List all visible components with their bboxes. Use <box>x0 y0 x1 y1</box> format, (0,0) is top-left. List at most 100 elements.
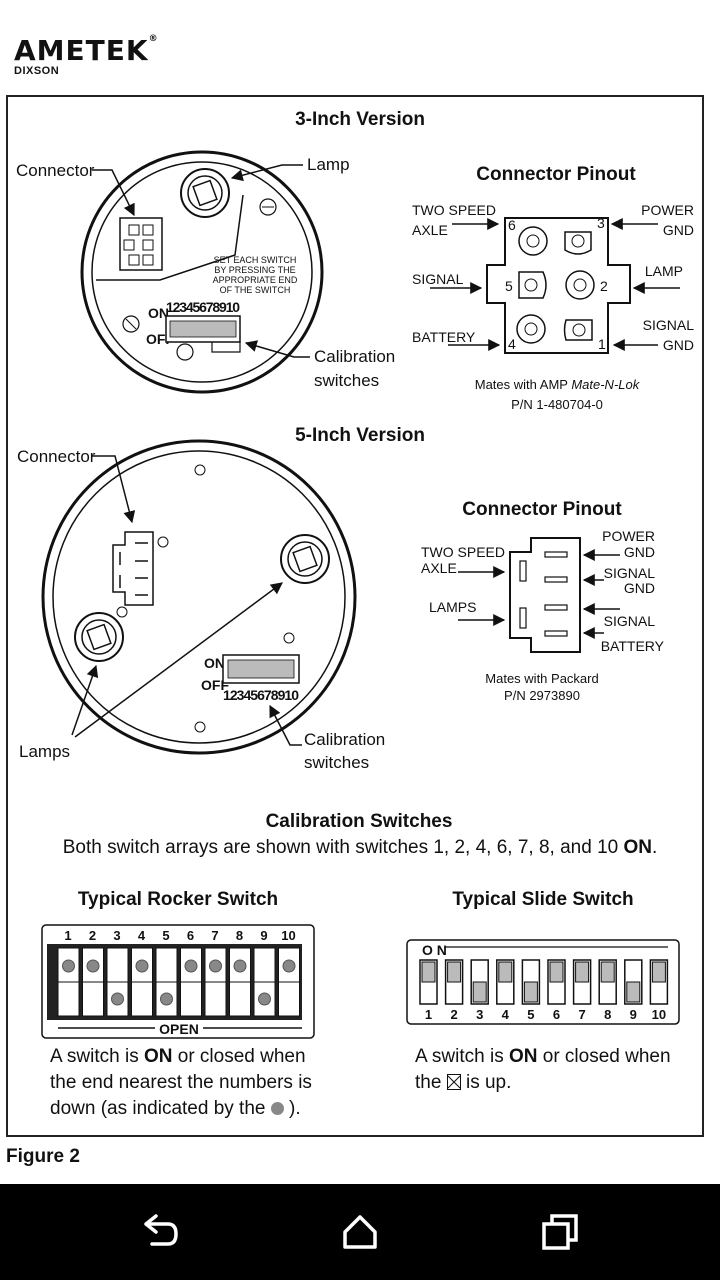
rocker-switch-8: 8 <box>229 928 251 1017</box>
three-inch-title: 3-Inch Version <box>295 109 425 130</box>
svg-text:P/N 1-480704-0: P/N 1-480704-0 <box>511 397 603 412</box>
svg-text:Lamps: Lamps <box>19 742 70 761</box>
calibration-title: Calibration Switches <box>266 811 453 832</box>
slide-title: Typical Slide Switch <box>452 889 633 910</box>
rocker-switch-1: 1 <box>57 928 80 1017</box>
rocker-number: 5 <box>162 928 169 943</box>
svg-text:LAMPS: LAMPS <box>429 599 476 615</box>
svg-text:12345678910: 12345678910 <box>223 687 299 703</box>
recents-icon[interactable] <box>530 1202 590 1262</box>
svg-text:switches: switches <box>304 753 369 772</box>
svg-text:Connector: Connector <box>16 161 95 180</box>
rocker-title: Typical Rocker Switch <box>78 889 278 910</box>
slide-knob <box>549 961 564 983</box>
svg-text:switches: switches <box>314 371 379 390</box>
ametek-logo: AMETEK® DIXSON <box>14 34 159 77</box>
svg-text:Calibration: Calibration <box>314 347 395 366</box>
slide-number: 7 <box>578 1007 585 1022</box>
slide-number: 10 <box>652 1007 666 1022</box>
rocker-number: 6 <box>187 928 194 943</box>
svg-text:GND: GND <box>663 337 694 353</box>
svg-text:GND: GND <box>663 222 694 238</box>
slide-number: 6 <box>553 1007 560 1022</box>
rocker-number: 1 <box>64 928 71 943</box>
svg-text:AXLE: AXLE <box>421 560 457 576</box>
svg-text:3: 3 <box>597 215 605 231</box>
figure-frame <box>6 95 704 1137</box>
back-icon[interactable] <box>130 1202 190 1262</box>
calibration-description: Both switch arrays are shown with switch… <box>62 837 658 858</box>
rocker-caption: A switch is ON or closed when the end ne… <box>50 1046 312 1119</box>
svg-text:POWER: POWER <box>641 202 694 218</box>
rocker-dot <box>62 959 75 973</box>
slide-switch-3: 3 <box>470 959 489 1022</box>
slide-caption: A switch is ON or closed when the is up. <box>415 1046 671 1093</box>
rocker-dot <box>184 959 198 973</box>
five-inch-gauge: ON OFF 12345678910 <box>41 439 357 755</box>
rocker-number: 9 <box>260 928 267 943</box>
rocker-dot <box>111 992 124 1006</box>
svg-text:ON: ON <box>204 655 225 671</box>
rocker-number: 3 <box>113 928 120 943</box>
svg-text:LAMP: LAMP <box>645 263 683 279</box>
svg-text:SIGNAL: SIGNAL <box>412 271 464 287</box>
svg-text:BY PRESSING THE: BY PRESSING THE <box>214 265 295 275</box>
rocker-switch-2: 2 <box>82 928 104 1017</box>
svg-text:ON: ON <box>148 305 169 321</box>
svg-text:TWO SPEED: TWO SPEED <box>412 202 496 218</box>
svg-text:SIGNAL: SIGNAL <box>604 565 656 581</box>
slide-switch-7: 7 <box>572 959 592 1022</box>
slide-switch-1: 1 <box>419 959 438 1022</box>
rocker-switch-5: 5 <box>155 928 178 1017</box>
slide-knob <box>600 961 615 983</box>
rocker-number: 10 <box>281 928 295 943</box>
rocker-dot <box>135 959 149 973</box>
home-icon[interactable] <box>330 1202 390 1262</box>
rocker-dot <box>209 959 222 973</box>
rocker-number: 2 <box>89 928 96 943</box>
three-inch-pinout-connector: 6 3 5 2 4 1 <box>486 215 631 354</box>
svg-text:4: 4 <box>508 336 516 352</box>
rocker-number: 7 <box>211 928 218 943</box>
svg-text:6: 6 <box>508 217 516 233</box>
rocker-dot <box>258 992 271 1006</box>
svg-text:Calibration: Calibration <box>304 730 385 749</box>
rocker-number: 4 <box>138 928 146 943</box>
slider-bowtie-icon <box>446 1074 461 1090</box>
svg-text:SIGNAL: SIGNAL <box>643 317 695 333</box>
rocker-switch-9: 9 <box>253 928 276 1017</box>
svg-text:GND: GND <box>624 544 655 560</box>
five-inch-pinout-connector <box>509 537 581 653</box>
three-inch-pinout-title: Connector Pinout <box>476 164 636 185</box>
slide-knob <box>447 961 462 983</box>
rocker-switch-6: 6 <box>180 928 202 1017</box>
rocker-dot <box>282 959 296 973</box>
rocker-switch-7: 7 <box>204 928 227 1017</box>
slide-knob <box>523 981 538 1003</box>
slide-number: 3 <box>476 1007 483 1022</box>
brand-subname: DIXSON <box>14 65 60 77</box>
slide-switch-10: 10 <box>649 959 669 1022</box>
slide-knob <box>472 981 487 1003</box>
slide-knob <box>421 961 436 983</box>
slide-number: 8 <box>604 1007 611 1022</box>
svg-text:POWER: POWER <box>602 528 655 544</box>
five-inch-pinout-title: Connector Pinout <box>462 499 622 520</box>
svg-text:P/N 2973890: P/N 2973890 <box>504 688 580 703</box>
slide-number: 9 <box>630 1007 637 1022</box>
slide-switch-6: 6 <box>547 959 566 1022</box>
rocker-switch-3: 3 <box>106 928 129 1017</box>
rocker-dot <box>233 959 247 973</box>
svg-text:SIGNAL: SIGNAL <box>604 613 656 629</box>
svg-text:SET EACH SWITCH: SET EACH SWITCH <box>214 255 297 265</box>
slide-switch-8: 8 <box>598 959 617 1022</box>
slide-number: 4 <box>502 1007 510 1022</box>
five-inch-title: 5-Inch Version <box>295 425 425 446</box>
slide-knob <box>498 961 513 983</box>
rocker-dot <box>86 959 100 973</box>
svg-text:Connector: Connector <box>17 447 96 466</box>
svg-text:BATTERY: BATTERY <box>601 638 665 654</box>
three-inch-dip-cells <box>169 320 237 338</box>
svg-text:APPROPRIATE END: APPROPRIATE END <box>213 275 298 285</box>
